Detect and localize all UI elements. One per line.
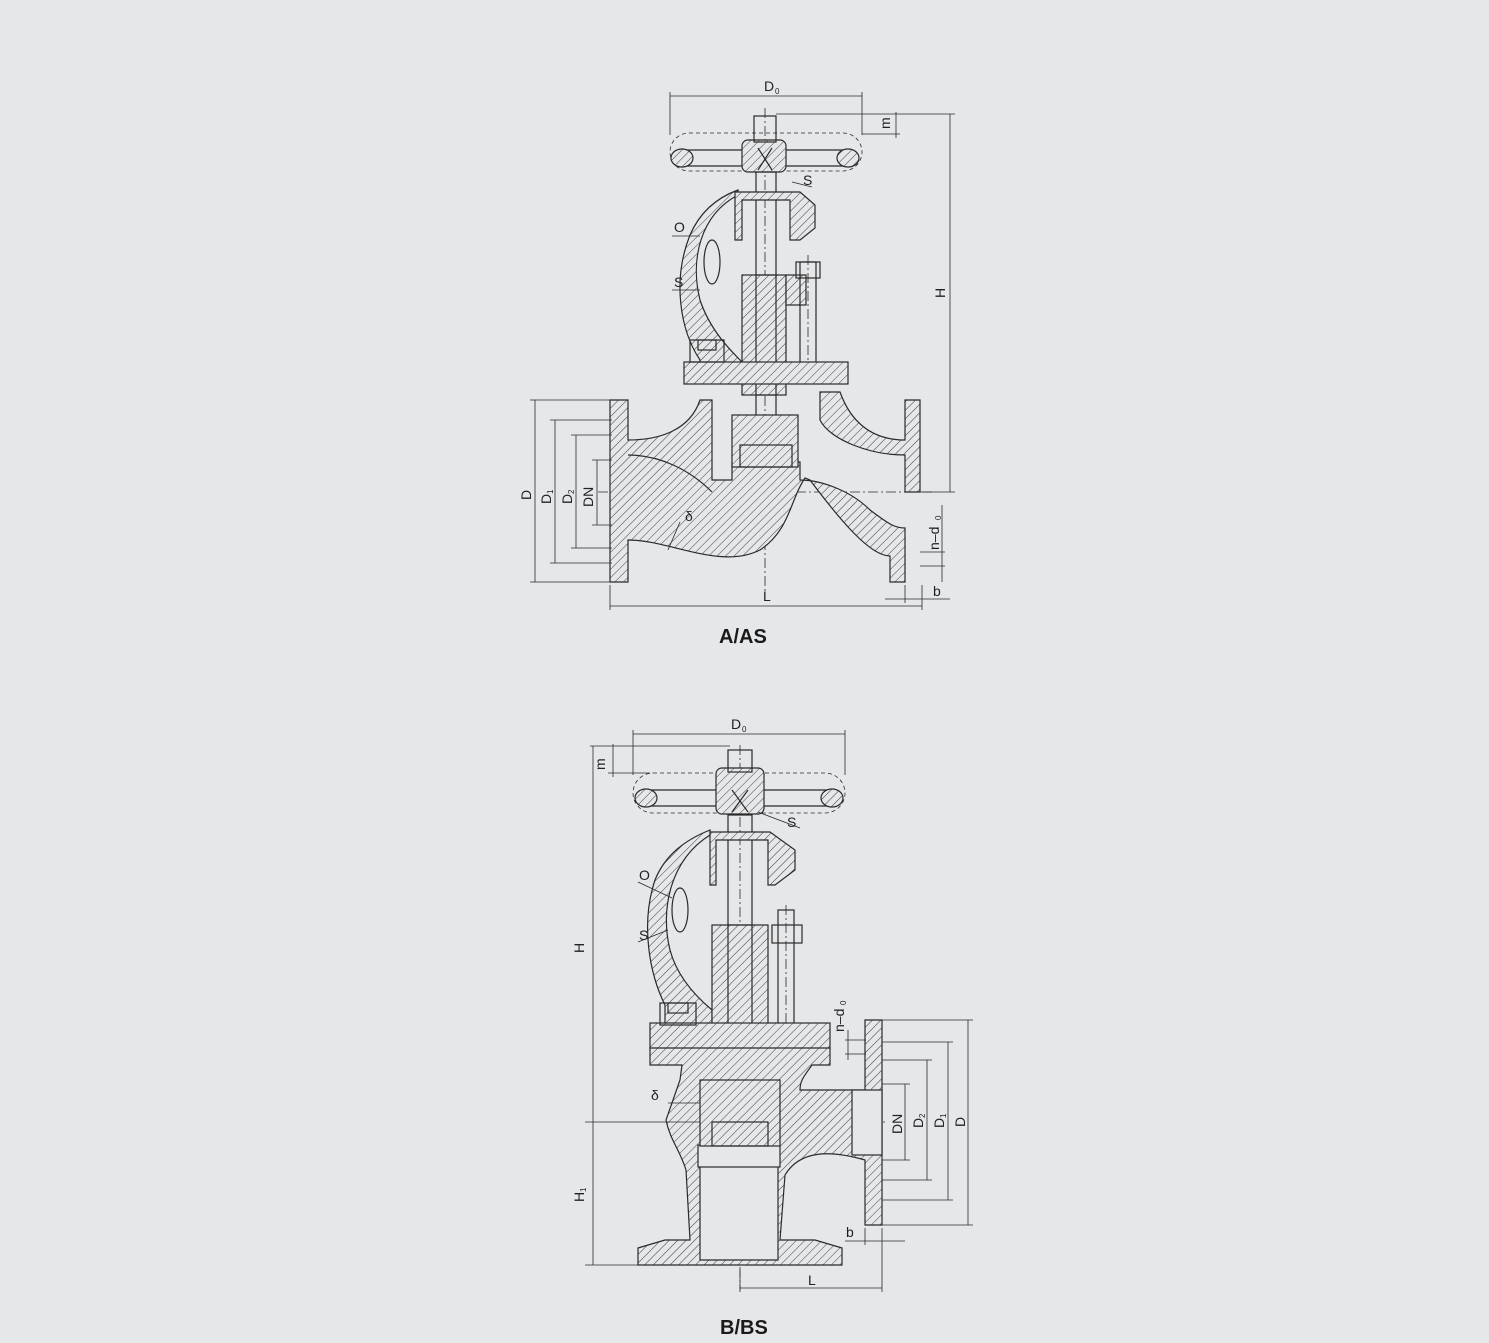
label-a-b: b (933, 583, 941, 599)
label-a-s-yoke: S (674, 274, 683, 290)
label-b-d2: D (910, 1118, 926, 1128)
label-a-d0: D (764, 78, 774, 94)
svg-text:1: 1 (546, 489, 555, 494)
svg-text:1: 1 (579, 1187, 588, 1192)
body-a (609, 399, 906, 583)
label-b-o: O (639, 867, 650, 883)
label-b-s-stem: S (787, 814, 796, 830)
label-a-d: D (518, 490, 534, 500)
label-b-d1: D (931, 1118, 947, 1128)
label-b-d0: D (731, 716, 741, 732)
label-b-h1: H (571, 1192, 587, 1202)
label-a-delta: δ (685, 508, 693, 524)
label-b-h: H (571, 943, 587, 953)
label-a-l: L (763, 588, 771, 604)
label-a-dn: DN (580, 487, 596, 507)
handwheel-a (669, 115, 863, 173)
figure-b-bs-drawing: D 0 m S O S H H 1 n–d 0 δ DN D 2 D 1 D b… (571, 716, 973, 1292)
yoke-arm-b (646, 829, 713, 1026)
label-a-s-stem: S (803, 172, 812, 188)
label-a-d2: D (559, 494, 575, 504)
label-b-delta: δ (651, 1087, 659, 1103)
figure-b-caption: B/BS (720, 1317, 768, 1339)
label-b-s-yoke: S (639, 927, 648, 943)
label-b-l: L (808, 1272, 816, 1288)
svg-text:0: 0 (934, 515, 943, 520)
dimensions-a (530, 92, 955, 610)
svg-text:2: 2 (567, 489, 576, 494)
yoke-arm-a (679, 189, 743, 381)
svg-text:0: 0 (839, 1000, 848, 1005)
handwheel-b (632, 749, 846, 815)
label-b-d: D (952, 1117, 968, 1127)
svg-text:2: 2 (918, 1113, 927, 1118)
label-b-dn: DN (889, 1114, 905, 1134)
svg-text:0: 0 (775, 87, 780, 96)
label-b-m: m (592, 758, 608, 770)
label-a-d1: D (538, 494, 554, 504)
label-a-m: m (877, 117, 893, 129)
svg-text:0: 0 (742, 725, 747, 734)
dimensions-b (585, 730, 973, 1292)
label-a-h: H (932, 288, 948, 298)
label-b-nd0: n–d (831, 1009, 847, 1032)
label-a-o: O (674, 219, 685, 235)
figure-a-caption: A/AS (719, 626, 767, 648)
figure-a-as-drawing: D 0 m S O S H D D 1 D 2 DN δ n–d 0 L b (518, 78, 955, 610)
label-b-b: b (846, 1224, 854, 1240)
svg-text:1: 1 (939, 1113, 948, 1118)
label-a-nd0: n–d (926, 527, 942, 550)
